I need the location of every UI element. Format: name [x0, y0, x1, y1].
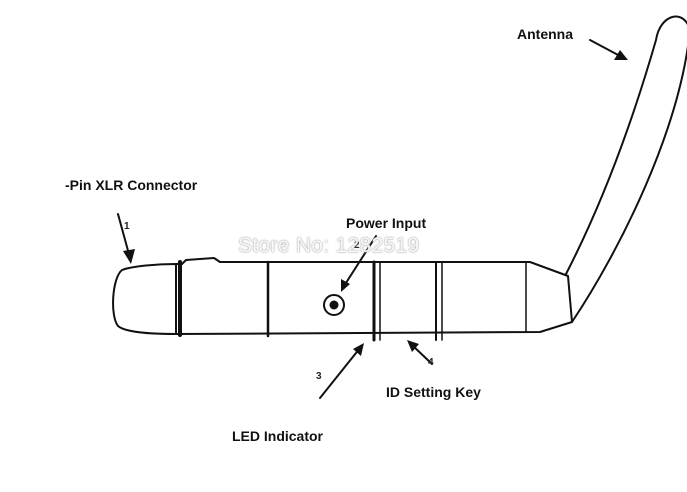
- power-leader: [343, 235, 377, 287]
- led-arrowhead: [353, 343, 364, 356]
- antenna-arrowhead: [614, 50, 628, 60]
- callout-number-4: 4: [428, 357, 434, 368]
- xlr-arrowhead: [123, 249, 135, 264]
- callout-number-3: 3: [316, 371, 322, 382]
- store-watermark: Store No: 1282519: [238, 234, 420, 257]
- power-jack-center: [329, 300, 339, 310]
- antenna: [565, 15, 687, 323]
- antenna-label: Antenna: [517, 26, 573, 42]
- callout-number-1: 1: [124, 221, 130, 232]
- xlr-connector-label: -Pin XLR Connector: [65, 177, 198, 193]
- led-leader: [319, 347, 361, 399]
- power-jack: [323, 294, 345, 316]
- callout-number-2: 2: [354, 240, 360, 251]
- power-input-label: Power Input: [346, 215, 427, 231]
- id-key-arrowhead: [407, 340, 419, 352]
- antenna-leader: [589, 39, 621, 57]
- xlr-connector-nose: [112, 263, 177, 335]
- power-arrowhead: [341, 279, 350, 292]
- led-indicator-label: LED Indicator: [232, 428, 324, 444]
- id-setting-key-label: ID Setting Key: [386, 384, 481, 400]
